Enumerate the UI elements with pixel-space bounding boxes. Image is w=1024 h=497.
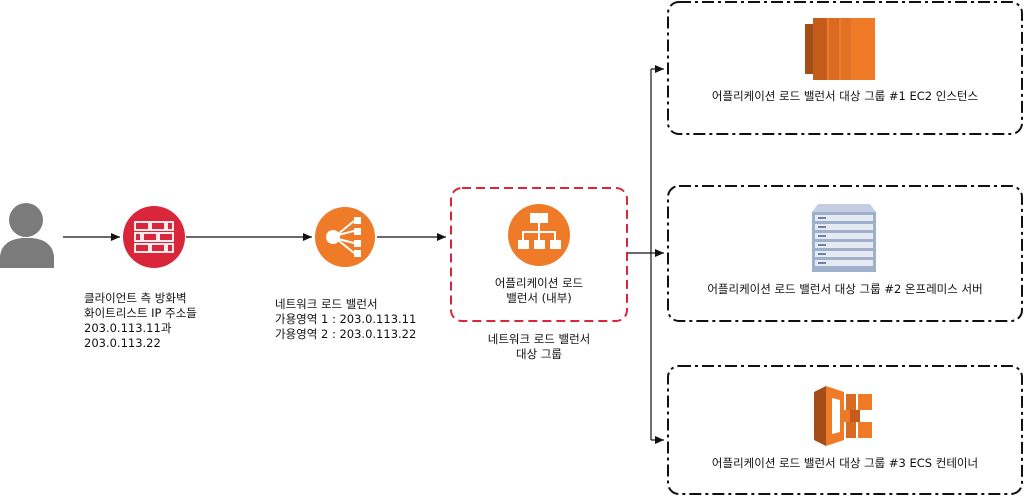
network-load-balancer-icon xyxy=(315,207,375,267)
nlb-title: 네트워크 로드 밸런서 xyxy=(275,297,378,311)
nlb-target-group-line1: 네트워크 로드 밸런서 xyxy=(487,332,591,346)
alb-label: 어플리케이션 로드 밸런서 (내부) xyxy=(455,276,623,306)
client-firewall-title: 클라이언트 측 방화벽 xyxy=(84,291,187,305)
user-icon xyxy=(0,203,54,268)
client-firewall-label: 클라이언트 측 방화벽 화이트리스트 IP 주소들 203.0.113.11과 … xyxy=(84,291,197,351)
alb-title-line1: 어플리케이션 로드 xyxy=(494,276,584,290)
application-load-balancer-icon xyxy=(508,204,570,266)
target-group-1-label: 어플리케이션 로드 밸런서 대상 그룹 #1 EC2 인스턴스 xyxy=(711,89,979,103)
nlb-az1: 가용영역 1 : 203.0.113.11 xyxy=(275,312,417,326)
alb-title-line2: 밸런서 (내부) xyxy=(506,291,572,305)
target-group-2-label: 어플리케이션 로드 밸런서 대상 그룹 #2 온프레미스 서버 xyxy=(707,282,983,296)
nlb-target-group-label: 네트워크 로드 밸런서 대상 그룹 xyxy=(455,332,623,362)
target-group-box-1 xyxy=(667,1,1023,135)
ecs-container-icon xyxy=(814,386,872,446)
target-group-box-2 xyxy=(667,185,1023,322)
nlb-label: 네트워크 로드 밸런서 가용영역 1 : 203.0.113.11 가용영역 2… xyxy=(275,297,416,342)
client-ip-1: 203.0.113.11과 xyxy=(84,321,172,335)
target-group-box-3 xyxy=(667,365,1023,495)
target-group-3-label: 어플리케이션 로드 밸런서 대상 그룹 #3 ECS 컨테이너 xyxy=(711,456,979,470)
nlb-az2: 가용영역 2 : 203.0.113.22 xyxy=(275,327,417,341)
alb-to-targets-connectors xyxy=(628,65,664,444)
nlb-target-group-box xyxy=(450,187,628,322)
nlb-target-group-line2: 대상 그룹 xyxy=(516,347,562,361)
firewall-icon xyxy=(123,206,185,268)
server-rack-icon xyxy=(812,204,876,272)
ec2-instance-icon xyxy=(805,18,875,80)
client-whitelist-label: 화이트리스트 IP 주소들 xyxy=(84,306,197,320)
client-ip-2: 203.0.113.22 xyxy=(84,336,161,350)
